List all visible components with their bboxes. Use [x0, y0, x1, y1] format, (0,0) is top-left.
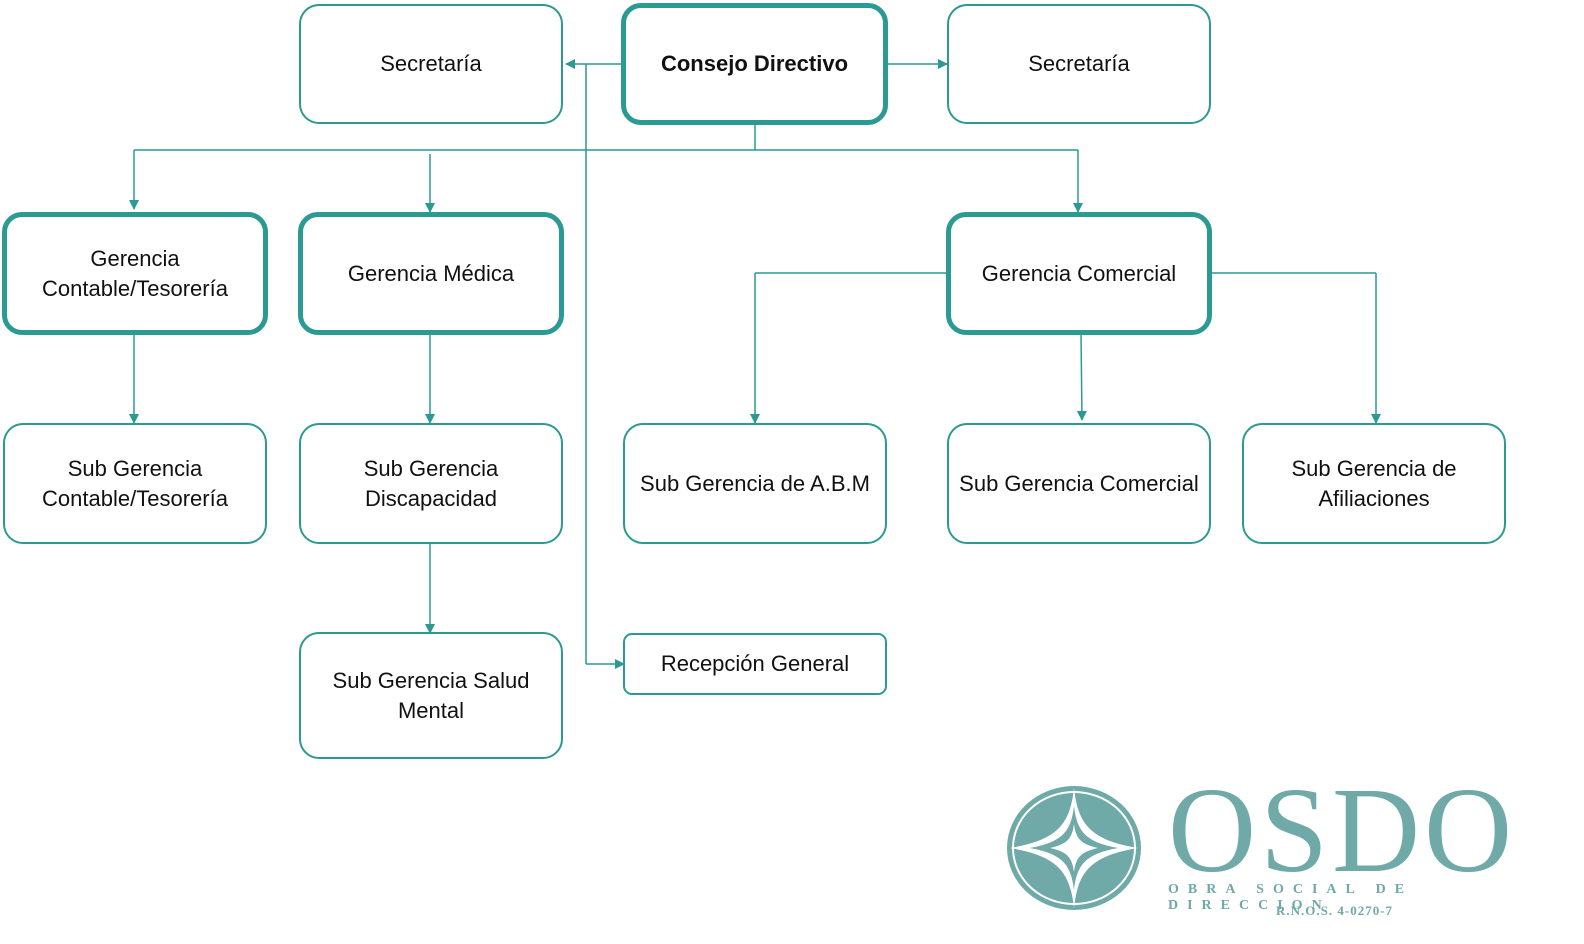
sub-gerencia-salud-mental-box: Sub Gerencia Salud Mental — [299, 632, 563, 759]
sub-gerencia-contable-box: Sub Gerencia Contable/Tesorería — [3, 423, 267, 544]
secretaria-right-box: Secretaría — [947, 4, 1211, 124]
recepcion-general-box: Recepción General — [623, 633, 887, 695]
logo-title: OSDO — [1168, 763, 1517, 898]
gerencia-medica-box: Gerencia Médica — [298, 212, 564, 335]
logo-registration: R.N.O.S. 4-0270-7 — [1276, 903, 1394, 918]
sub-gerencia-discapacidad-box: Sub Gerencia Discapacidad — [299, 423, 563, 544]
sub-gerencia-abm-box: Sub Gerencia de A.B.M — [623, 423, 887, 544]
secretaria-left-box: Secretaría — [299, 4, 563, 124]
sub-gerencia-afiliaciones-box: Sub Gerencia de Afiliaciones — [1242, 423, 1506, 544]
gerencia-comercial-box: Gerencia Comercial — [946, 212, 1212, 335]
logo-subtitle: OBRA SOCIAL DE DIRECCION — [1168, 882, 1414, 913]
osdo-logo-icon — [1007, 786, 1141, 910]
sub-gerencia-comercial-box: Sub Gerencia Comercial — [947, 423, 1211, 544]
consejo-directivo-box: Consejo Directivo — [621, 3, 888, 125]
gerencia-contable-box: Gerencia Contable/Tesorería — [2, 212, 268, 335]
